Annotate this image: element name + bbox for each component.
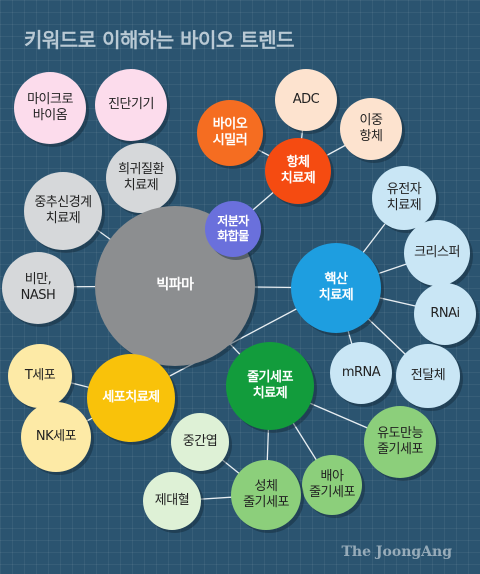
node-cns-therapy: 중추신경계 치료제 <box>24 172 102 250</box>
node-nucleic-acid-therapy: 핵산 치료제 <box>291 243 381 333</box>
node-bispecific-antibody: 이중 항체 <box>340 98 402 160</box>
node-rnai: RNAi <box>414 283 476 345</box>
node-mrna: mRNA <box>330 342 392 404</box>
node-rare-disease: 희귀질환 치료제 <box>106 143 176 213</box>
node-small-molecule: 저분자 화합물 <box>205 201 261 257</box>
node-biosimilar: 바이오 시밀러 <box>197 100 263 166</box>
node-delivery-vehicle: 전달체 <box>396 344 460 408</box>
node-t-cell: T세포 <box>8 344 72 408</box>
node-cord-blood: 제대혈 <box>143 472 201 530</box>
node-stem-cell-therapy: 줄기세포 치료제 <box>226 342 314 430</box>
node-gene-therapy: 유전자 치료제 <box>372 166 436 230</box>
node-crispr: 크리스퍼 <box>404 220 470 286</box>
node-adc: ADC <box>275 69 337 131</box>
node-diagnostic-device: 진단기기 <box>95 69 167 141</box>
node-mesenchymal: 중간엽 <box>171 413 229 471</box>
node-antibody-therapy: 항체 치료제 <box>265 138 331 204</box>
node-cell-therapy: 세포치료제 <box>87 354 175 442</box>
publisher-credit: The JoongAng <box>341 544 452 560</box>
node-ips-cell: 유도만능 줄기세포 <box>364 406 436 478</box>
node-nk-cell: NK세포 <box>21 402 91 472</box>
node-microbiome: 마이크로 바이옴 <box>14 72 86 144</box>
node-embryonic-stem-cell: 배아 줄기세포 <box>302 455 362 515</box>
node-adult-stem-cell: 성체 줄기세포 <box>231 460 301 530</box>
page-title: 키워드로 이해하는 바이오 트렌드 <box>24 28 295 52</box>
node-obesity-nash: 비만, NASH <box>2 252 74 324</box>
